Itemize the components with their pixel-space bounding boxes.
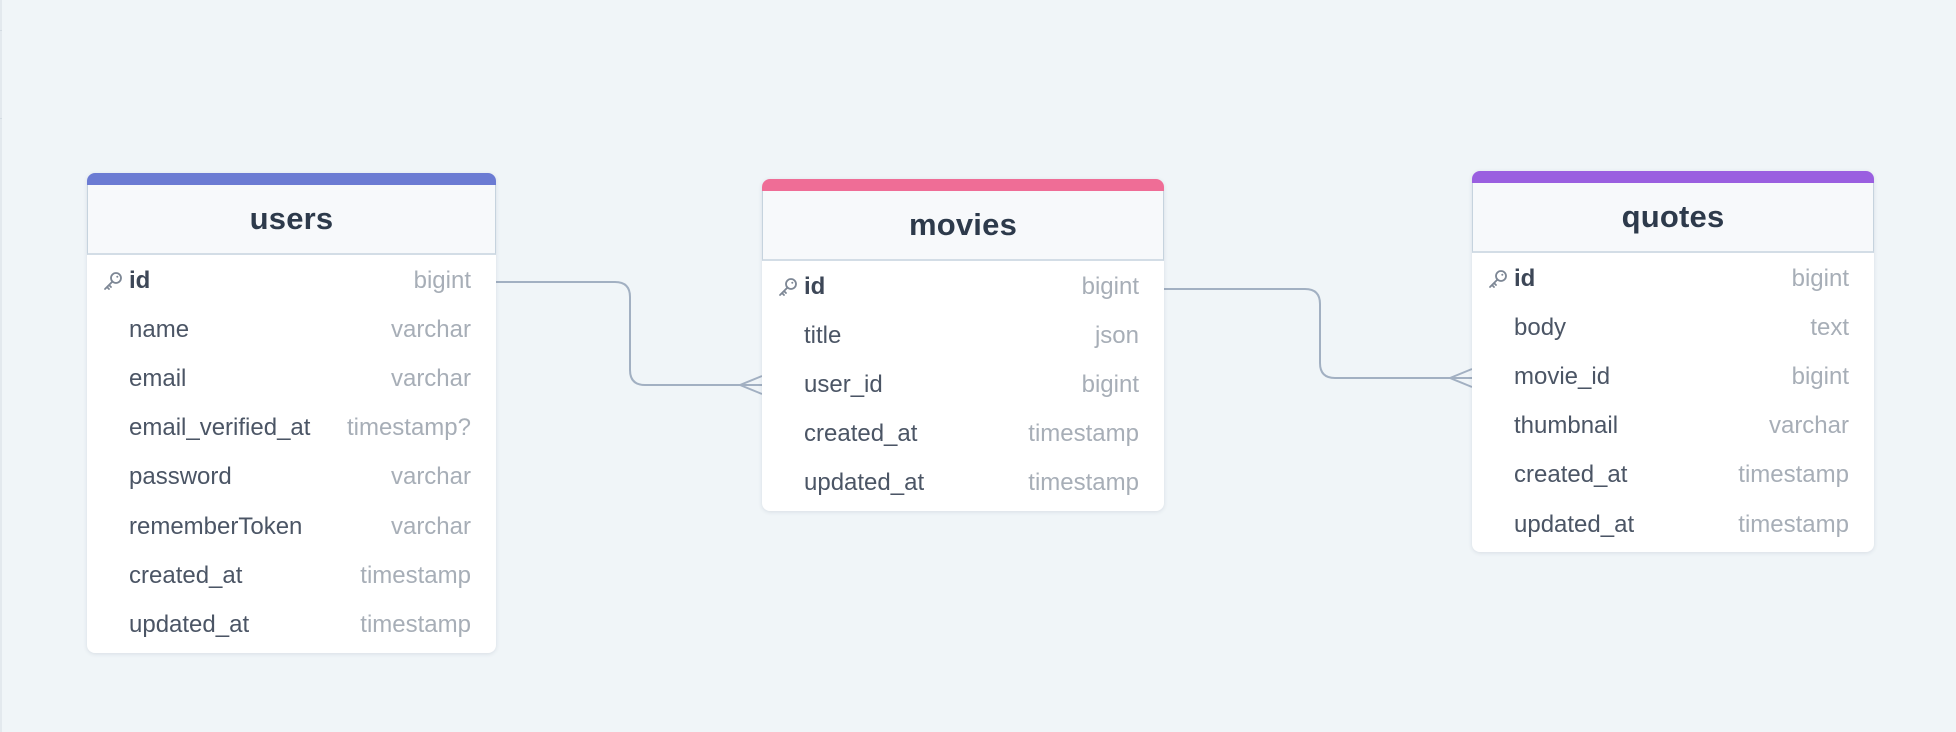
users-column-row-remembertoken[interactable]: rememberToken varchar [87,502,496,551]
users-column-row-id[interactable]: id bigint [87,256,496,305]
column-name: updated_at [804,469,925,497]
quotes-column-row-thumbnail[interactable]: thumbnail varchar [1472,402,1874,451]
quotes-table-title: quotes [1621,199,1725,234]
users-table-accent [87,173,496,185]
movies-column-list: id bigint title json user_id bigint created_at… [762,261,1164,511]
key-icon-placeholder [101,318,129,342]
column-type: timestamp? [346,414,471,442]
column-name: body [1514,313,1567,341]
quotes-column-row-created-at[interactable]: created_at timestamp [1472,451,1874,500]
column-type: bigint [1081,272,1139,300]
key-icon-placeholder [1486,463,1514,487]
key-icon-placeholder [776,373,804,397]
movies-column-row-title[interactable]: title json [762,311,1164,360]
users-column-row-email-verified-at[interactable]: email_verified_at timestamp? [87,404,496,453]
canvas-left-edge [0,0,2,732]
movies-column-row-user-id[interactable]: user_id bigint [762,360,1164,409]
column-type: varchar [1768,412,1849,440]
key-icon-placeholder [101,613,129,637]
quotes-table-accent [1472,171,1874,183]
column-name: created_at [129,561,243,589]
connector-users-movies[interactable] [496,281,762,386]
column-name: rememberToken [129,512,303,540]
canvas-edge-tick [0,118,2,119]
column-name: password [129,463,232,491]
key-icon-placeholder [1486,513,1514,537]
quotes-column-row-updated-at[interactable]: updated_at timestamp [1472,500,1874,549]
column-name: created_at [1514,461,1628,489]
column-name: thumbnail [1514,412,1619,440]
key-icon-placeholder [776,422,804,446]
column-name: id [1514,264,1536,292]
column-type: varchar [390,315,471,343]
column-type: timestamp [1738,510,1849,538]
movies-table-title: movies [908,207,1018,242]
column-type: timestamp [1028,469,1139,497]
column-type: timestamp [1738,461,1849,489]
quotes-table-header[interactable]: quotes [1472,183,1874,253]
users-column-row-updated-at[interactable]: updated_at timestamp [87,600,496,649]
column-type: varchar [390,463,471,491]
column-name: updated_at [1514,510,1635,538]
column-name: email [129,364,187,392]
quotes-column-list: id bigint body text movie_id bigint thumbnail v… [1472,253,1874,552]
column-type: varchar [390,364,471,392]
key-icon-placeholder [101,465,129,489]
quotes-column-row-body[interactable]: body text [1472,303,1874,352]
movies-column-row-created-at[interactable]: created_at timestamp [762,410,1164,459]
key-icon-placeholder [101,367,129,391]
column-type: text [1810,313,1849,341]
key-icon-placeholder [1486,414,1514,438]
column-name: movie_id [1514,362,1611,390]
connector-movies-quotes[interactable] [1164,288,1472,379]
column-name: created_at [804,420,918,448]
column-type: json [1094,321,1139,349]
column-type: bigint [1791,362,1849,390]
column-type: timestamp [360,561,471,589]
movies-table-header[interactable]: movies [762,191,1164,261]
key-icon-placeholder [1486,316,1514,340]
crowfoot-movies-user-id [739,375,763,395]
users-column-row-created-at[interactable]: created_at timestamp [87,551,496,600]
movies-table-accent [762,179,1164,191]
users-column-list: id bigint name varchar email varchar email_ver… [87,255,496,653]
movies-table[interactable]: movies id bigint title json user_id bigint cre… [762,179,1164,511]
column-name: id [804,272,826,300]
column-type: bigint [1791,264,1849,292]
column-type: bigint [1081,370,1139,398]
users-table-title: users [249,201,334,236]
movies-column-row-updated-at[interactable]: updated_at timestamp [762,459,1164,508]
key-icon [1486,267,1514,291]
crowfoot-quotes-movie-id [1449,368,1473,388]
column-name: updated_at [129,610,250,638]
key-icon-placeholder [101,564,129,588]
users-column-row-password[interactable]: password varchar [87,453,496,502]
quotes-column-row-movie-id[interactable]: movie_id bigint [1472,352,1874,401]
movies-column-row-id[interactable]: id bigint [762,262,1164,311]
column-type: timestamp [360,610,471,638]
column-name: id [129,266,151,294]
key-icon-placeholder [776,324,804,348]
users-column-row-name[interactable]: name varchar [87,305,496,354]
quotes-column-row-id[interactable]: id bigint [1472,254,1874,303]
users-table-header[interactable]: users [87,185,496,255]
column-name: title [804,321,842,349]
column-type: bigint [413,266,471,294]
column-name: name [129,315,190,343]
column-type: timestamp [1028,420,1139,448]
canvas-edge-tick [0,30,2,31]
column-type: varchar [390,512,471,540]
column-name: email_verified_at [129,414,311,442]
column-name: user_id [804,370,883,398]
key-icon-placeholder [1486,365,1514,389]
key-icon-placeholder [101,515,129,539]
users-column-row-email[interactable]: email varchar [87,354,496,403]
key-icon [776,275,804,299]
key-icon-placeholder [101,416,129,440]
quotes-table[interactable]: quotes id bigint body text movie_id bigint thu… [1472,171,1874,553]
key-icon-placeholder [776,471,804,495]
key-icon [101,269,129,293]
